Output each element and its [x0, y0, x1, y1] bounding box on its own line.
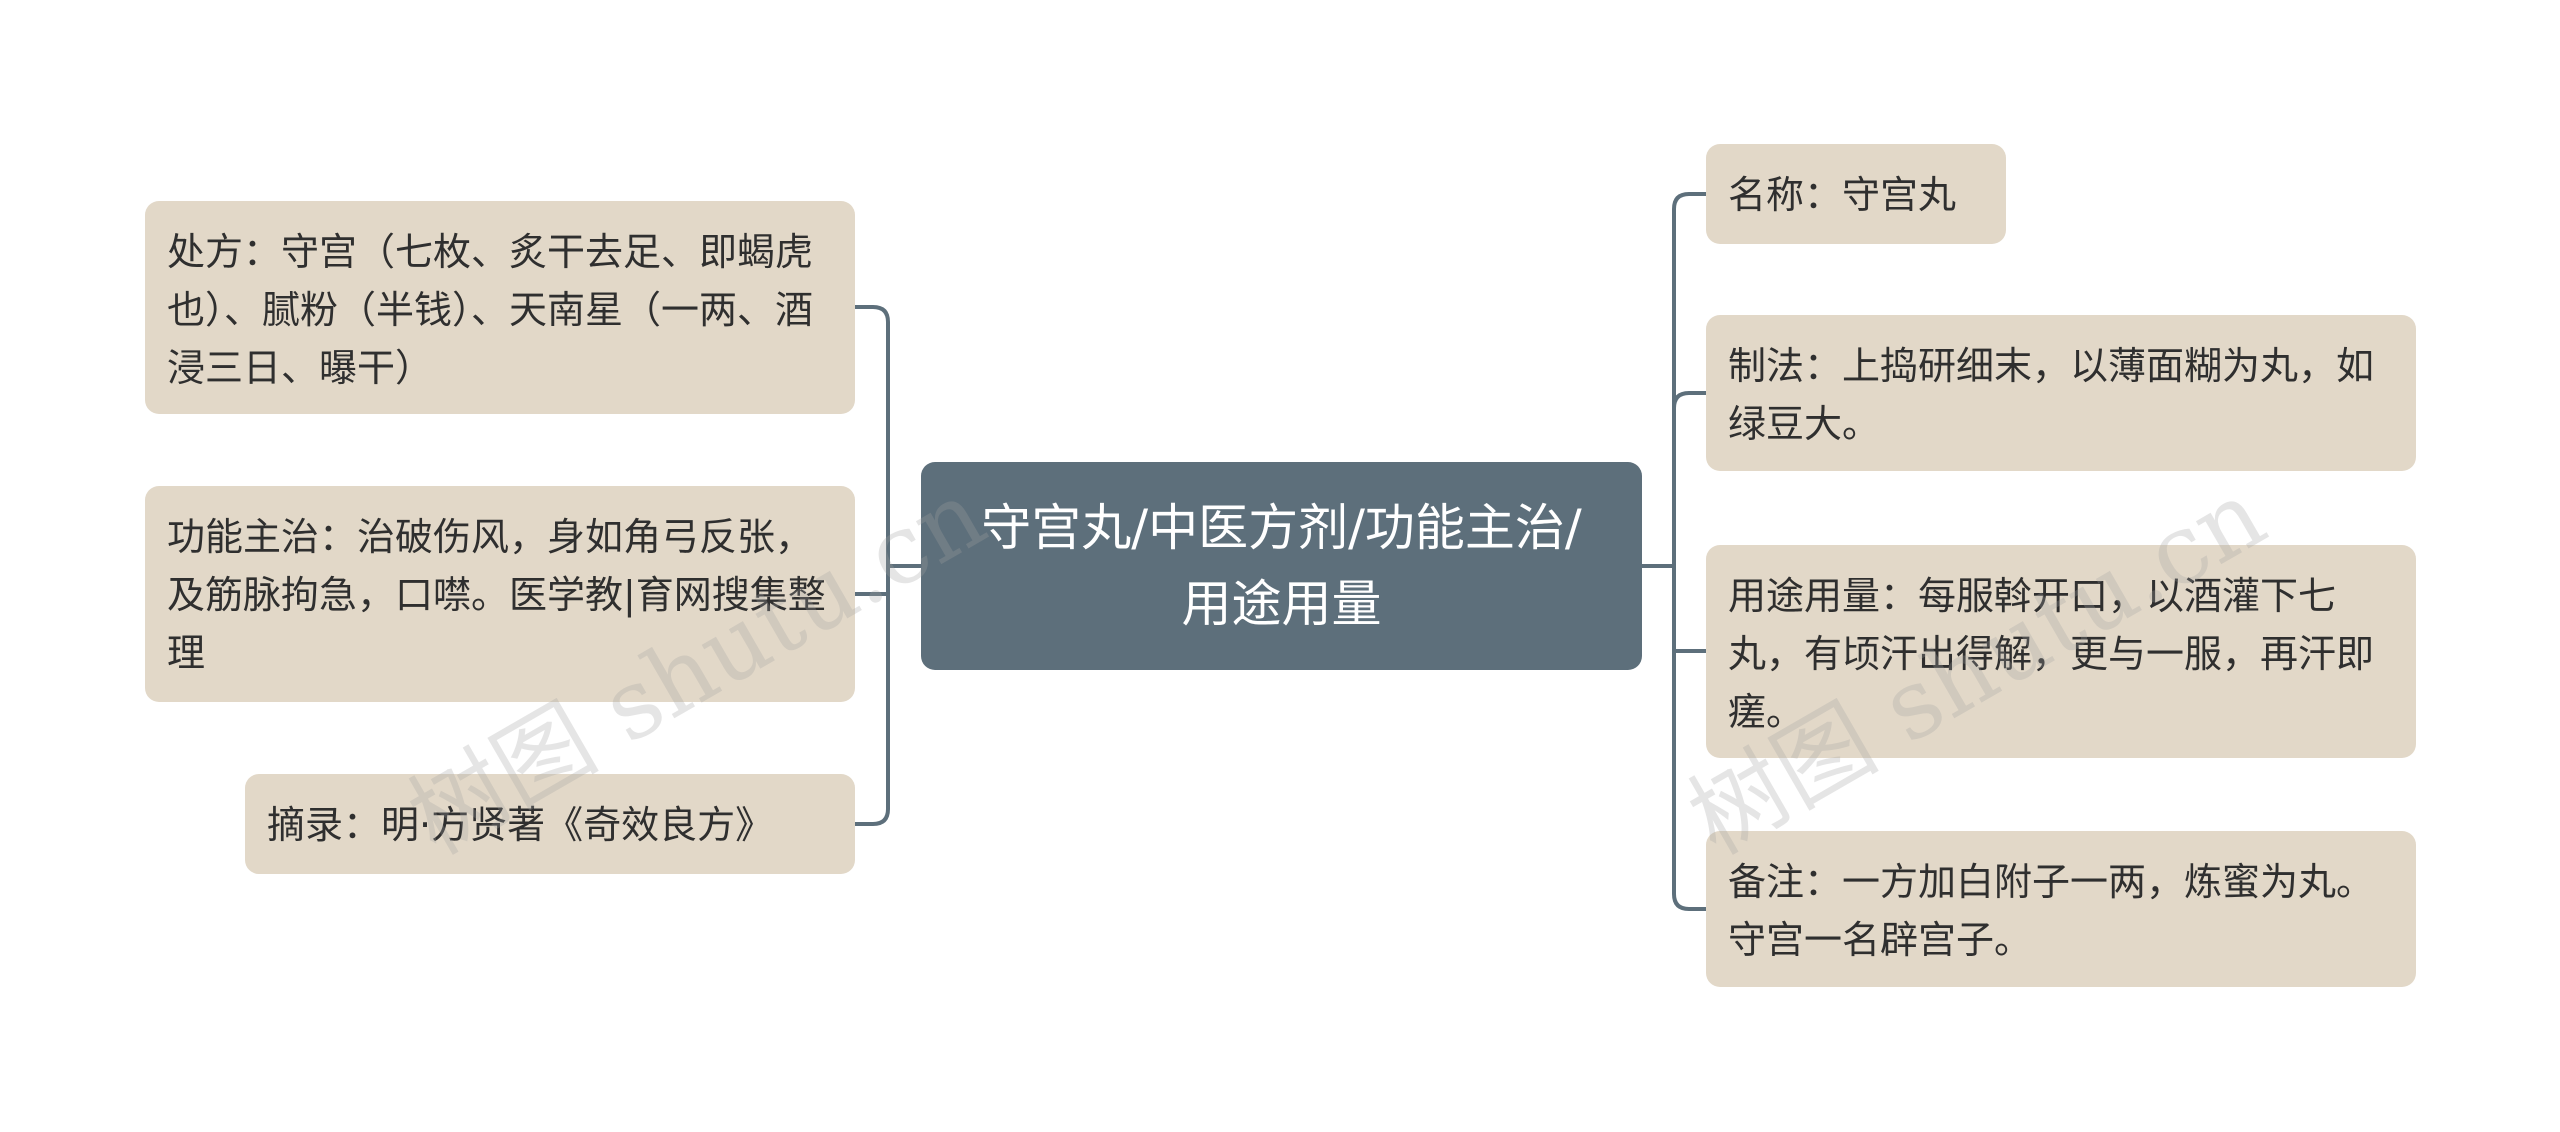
prescription-node[interactable]: 处方：守宫（七枚、炙干去足、即蝎虎也）、腻粉（半钱）、天南星（一两、酒浸三日、曝… — [145, 201, 855, 414]
connector-left-3 — [853, 564, 890, 826]
source-node[interactable]: 摘录：明·方贤著《奇效良方》 — [245, 774, 855, 874]
center-topic-text: 守宫丸/中医方剂/功能主治/用途用量 — [981, 499, 1582, 633]
name-text: 名称：守宫丸 — [1728, 173, 1957, 217]
source-text: 摘录：明·方贤著《奇效良方》 — [267, 803, 774, 847]
center-topic-node[interactable]: 守宫丸/中医方剂/功能主治/用途用量 — [921, 462, 1642, 670]
connector-right-1 — [1672, 192, 1708, 568]
indications-text: 功能主治：治破伤风，身如角弓反张，及筋脉拘急，口噤。医学教|育网搜集整理 — [167, 515, 826, 675]
connector-left-1 — [853, 305, 890, 568]
name-node[interactable]: 名称：守宫丸 — [1706, 144, 2006, 244]
prescription-text: 处方：守宫（七枚、炙干去足、即蝎虎也）、腻粉（半钱）、天南星（一两、酒浸三日、曝… — [167, 230, 814, 390]
indications-node[interactable]: 功能主治：治破伤风，身如角弓反张，及筋脉拘急，口噤。医学教|育网搜集整理 — [145, 486, 855, 702]
remarks-text: 备注：一方加白附子一两，炼蜜为丸。守宫一名辟宫子。 — [1728, 860, 2375, 962]
preparation-node[interactable]: 制法：上捣研细末，以薄面糊为丸，如绿豆大。 — [1706, 315, 2416, 471]
connector-right-3 — [1672, 564, 1708, 653]
usage-dosage-node[interactable]: 用途用量：每服斡开口，以酒灌下七丸，有顷汗出得解，更与一服，再汗即瘥。 — [1706, 545, 2416, 758]
preparation-text: 制法：上捣研细末，以薄面糊为丸，如绿豆大。 — [1728, 344, 2375, 446]
usage-dosage-text: 用途用量：每服斡开口，以酒灌下七丸，有顷汗出得解，更与一服，再汗即瘥。 — [1728, 574, 2375, 734]
connector-right-2 — [1672, 391, 1708, 568]
connector-right-4 — [1672, 564, 1708, 911]
remarks-node[interactable]: 备注：一方加白附子一两，炼蜜为丸。守宫一名辟宫子。 — [1706, 831, 2416, 987]
connector-left-2 — [853, 564, 890, 596]
